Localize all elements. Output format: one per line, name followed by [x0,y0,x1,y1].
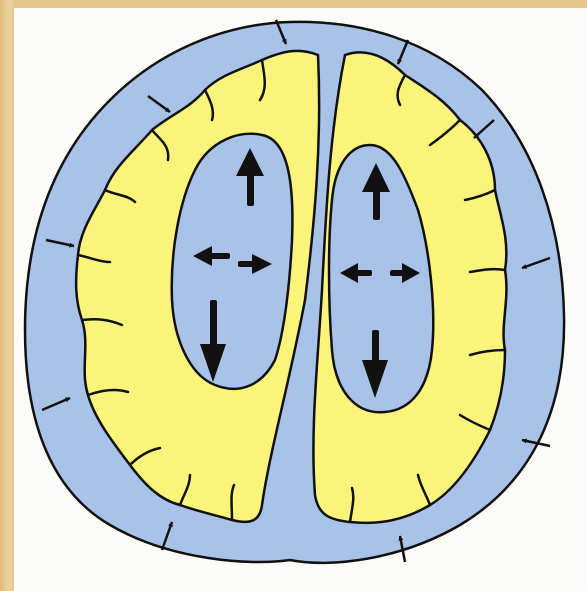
brain-diagram [0,0,587,591]
